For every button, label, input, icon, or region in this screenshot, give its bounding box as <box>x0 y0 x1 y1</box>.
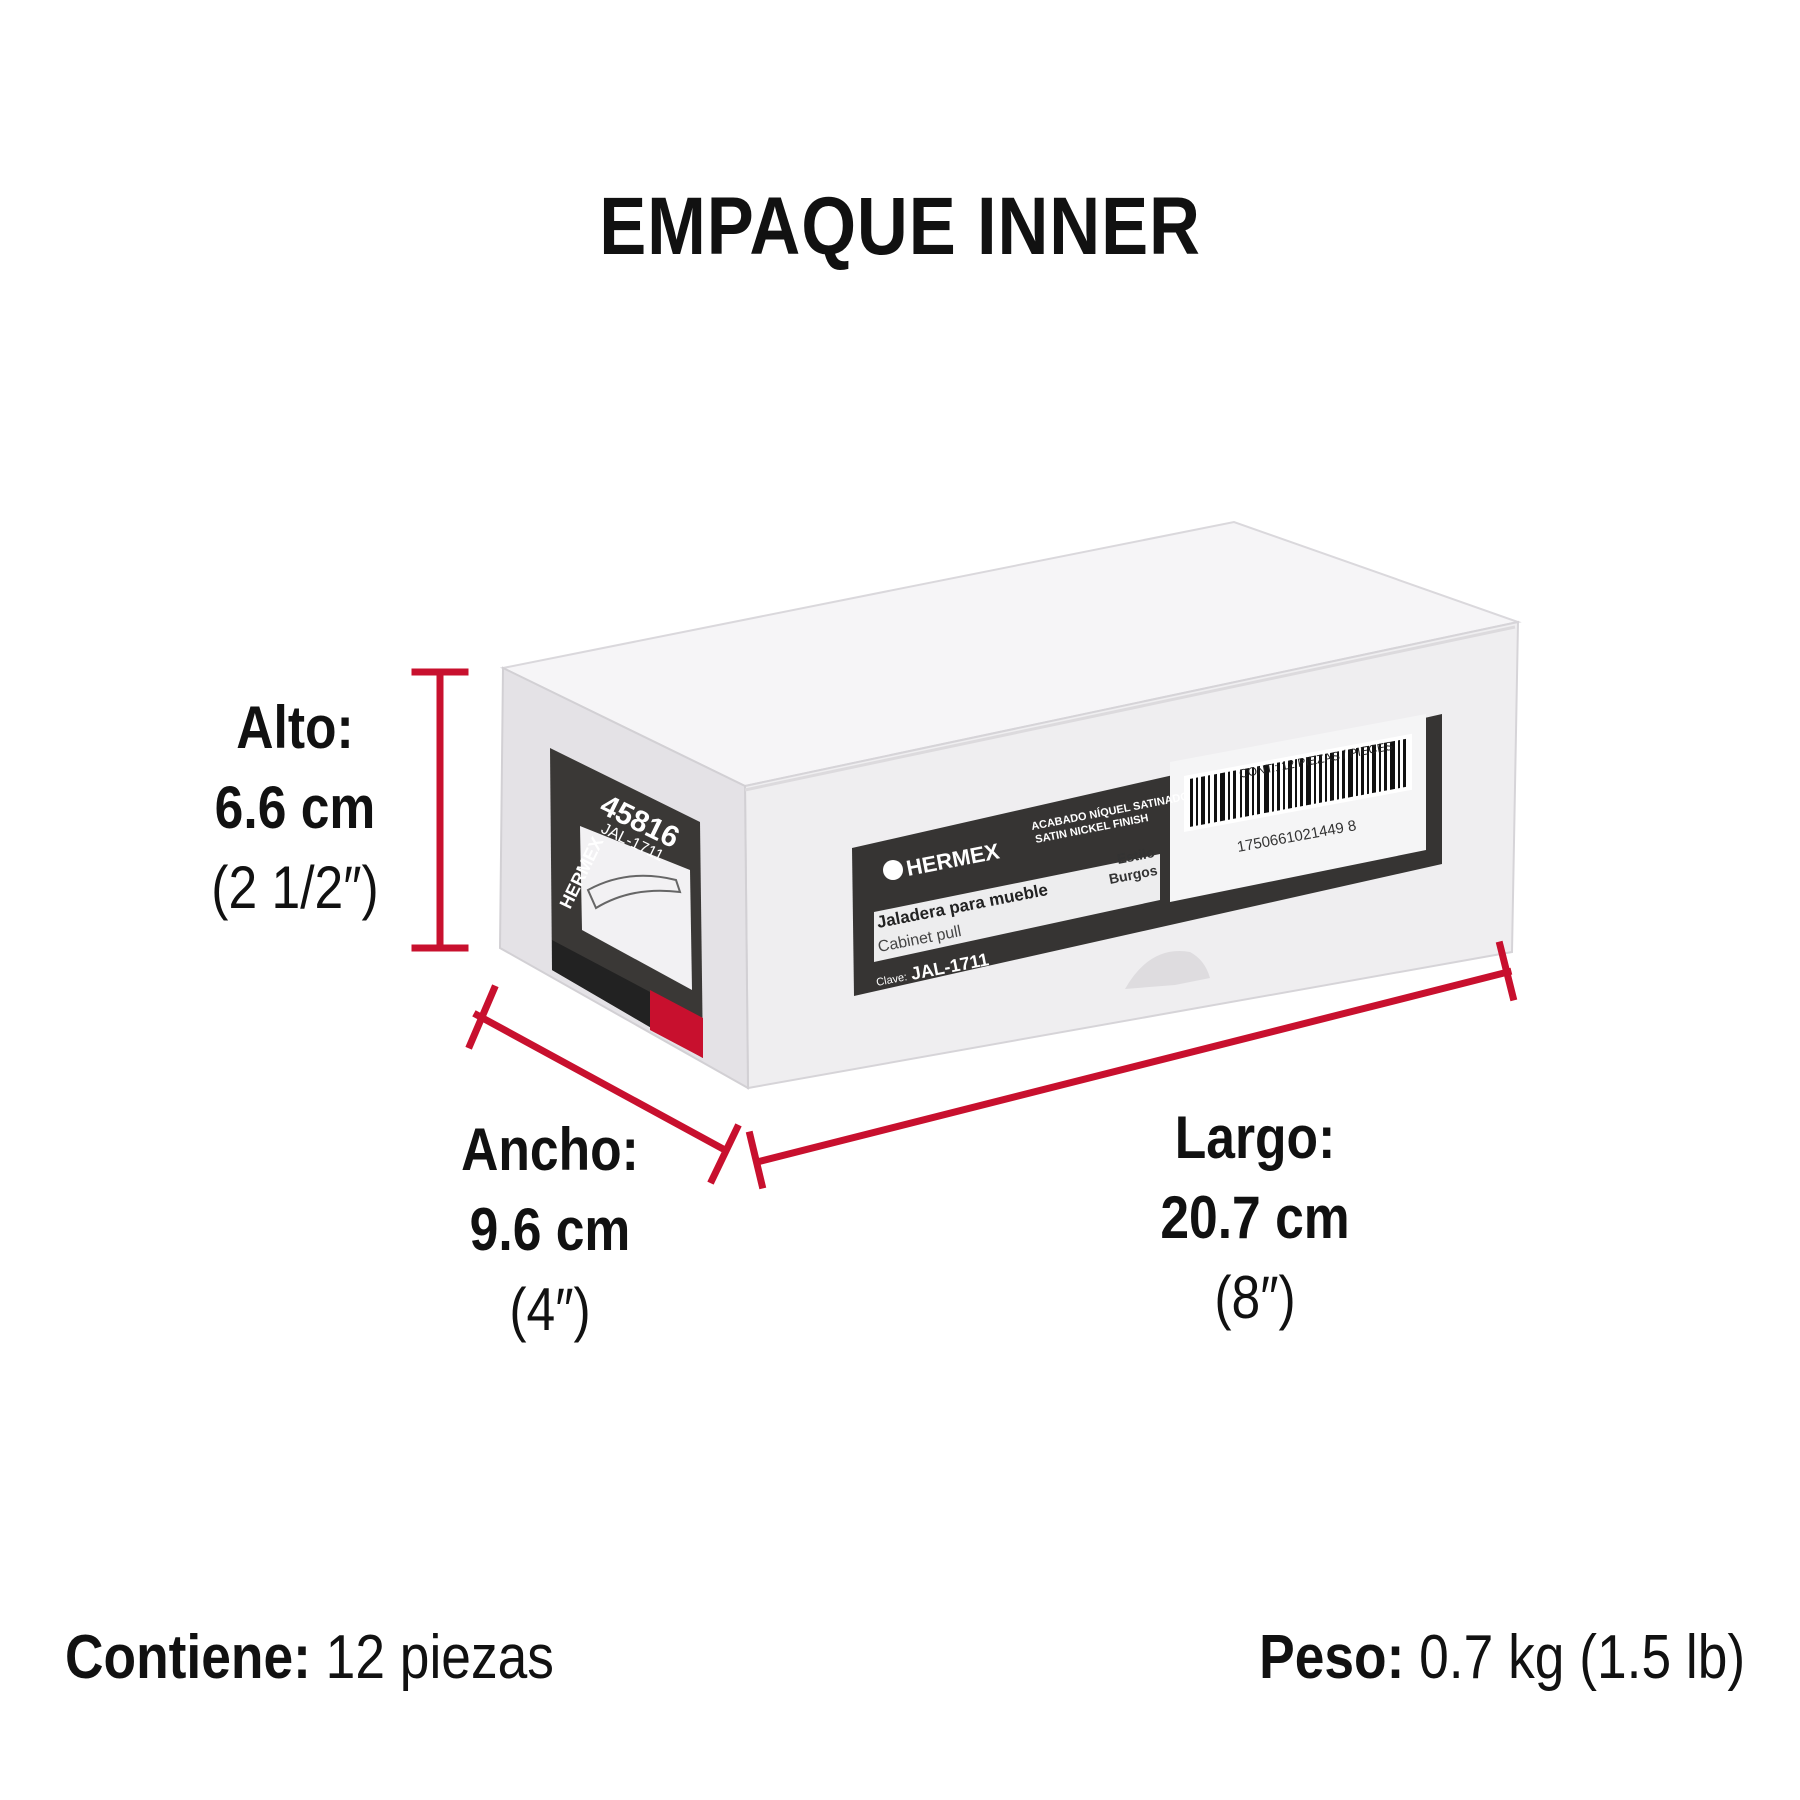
ancho-imperial: (4″) <box>509 1276 591 1343</box>
side-label: 45816 JAL-1711 HERMEX <box>550 748 703 1058</box>
largo-metric: 20.7 cm <box>1160 1184 1350 1251</box>
label-clave-label: Clave: <box>875 971 908 989</box>
largo-label: Largo: <box>1174 1104 1336 1171</box>
alto-dimension-line <box>411 668 469 952</box>
peso-label: Peso: <box>1258 1623 1405 1692</box>
finger-notch <box>1125 951 1210 989</box>
alto-metric: 6.6 cm <box>214 774 376 841</box>
ancho-metric: 9.6 cm <box>469 1196 631 1263</box>
ancho-label: Ancho: <box>461 1116 639 1183</box>
dimension-alto: Alto: 6.6 cm (2 1/2″) <box>179 688 411 928</box>
label-style-label: Estilo <box>1116 844 1156 867</box>
front-label: CONT.: 12 PIEZAS / PIECES 1750661021449 … <box>852 714 1442 996</box>
barcode <box>1184 733 1412 832</box>
footer-contiene: Contiene: 12 piezas <box>65 1622 554 1693</box>
ancho-dimension-line <box>465 984 742 1185</box>
largo-dimension-line <box>745 940 1518 1190</box>
page-title: EMPAQUE INNER <box>599 181 1201 272</box>
dimension-largo: Largo: 20.7 cm (8″) <box>1126 1098 1384 1338</box>
footer-peso: Peso: 0.7 kg (1.5 lb) <box>1259 1622 1745 1693</box>
contiene-value: 12 piezas <box>325 1623 554 1692</box>
dimension-ancho: Ancho: 9.6 cm (4″) <box>421 1110 679 1350</box>
brand-logo-icon <box>883 860 903 880</box>
largo-imperial: (8″) <box>1214 1264 1296 1331</box>
contiene-label: Contiene: <box>65 1623 311 1692</box>
peso-value: 0.7 kg (1.5 lb) <box>1418 1623 1745 1692</box>
alto-label: Alto: <box>236 694 354 761</box>
alto-imperial: (2 1/2″) <box>211 854 379 921</box>
dimension-lines <box>411 668 1518 1190</box>
